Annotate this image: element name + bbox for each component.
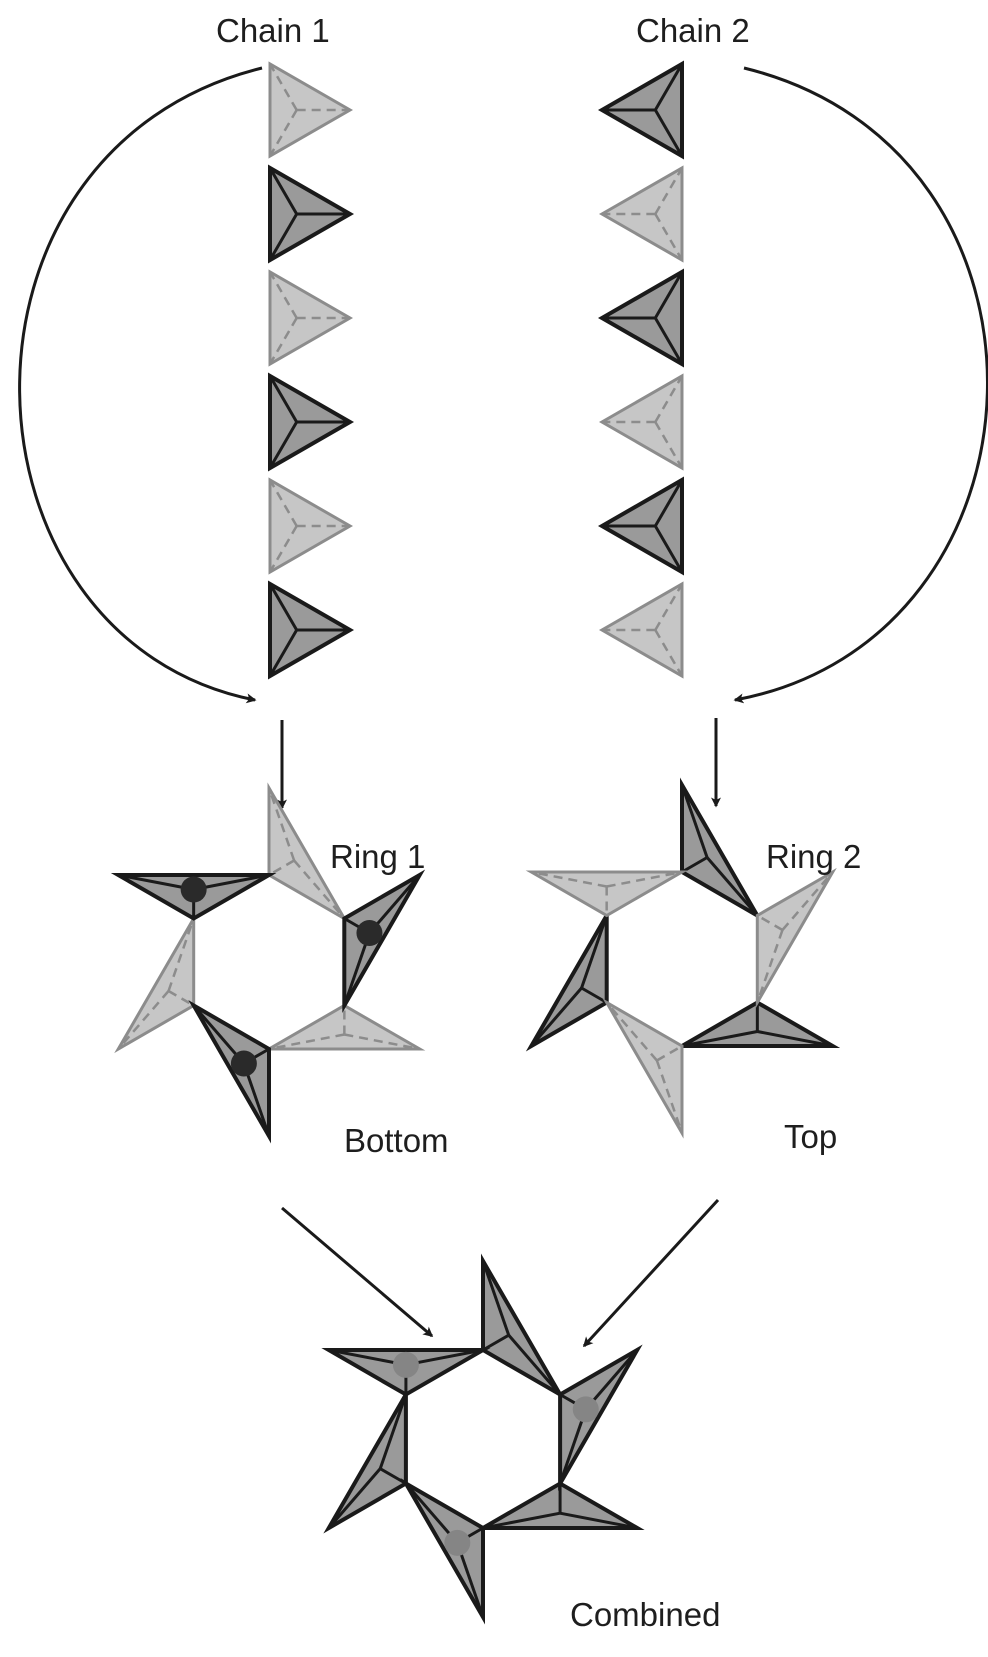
diagonal-arrow-ring-1 — [282, 1208, 432, 1336]
triangle-face — [682, 785, 757, 916]
vertex-dot-icon — [231, 1051, 257, 1077]
combined-ring-group — [329, 1261, 637, 1617]
chain-triangle — [270, 168, 350, 260]
diagonal-arrow-ring-2 — [584, 1200, 718, 1346]
chain-2-label: Chain 2 — [636, 12, 750, 50]
combined-label: Combined — [570, 1596, 720, 1634]
triangle-face — [560, 1350, 637, 1484]
vertex-dot-icon — [444, 1530, 470, 1556]
ring-triangle-down — [406, 1484, 483, 1618]
triangle-face — [602, 168, 682, 260]
triangle-face — [344, 875, 419, 1006]
vertex-dot-icon — [573, 1396, 599, 1422]
ring-2-label: Ring 2 — [766, 838, 861, 876]
chain-triangle — [602, 272, 682, 364]
chain-triangle — [270, 272, 350, 364]
triangle-face — [194, 1006, 269, 1137]
ring-triangle-up — [682, 1003, 833, 1047]
chain-triangle — [602, 584, 682, 676]
vertex-dot-icon — [393, 1352, 419, 1378]
ring-triangle-down — [531, 872, 682, 916]
ring-triangle-up — [269, 1006, 420, 1050]
triangle-face — [118, 919, 193, 1050]
chain-triangle — [602, 168, 682, 260]
chain-triangle — [602, 480, 682, 572]
ring-1-label: Ring 1 — [330, 838, 425, 876]
vertex-dot-icon — [181, 877, 207, 903]
top-label: Top — [784, 1118, 837, 1156]
ring-triangle-up — [118, 919, 193, 1050]
loop-arrow-chain-2 — [735, 68, 987, 700]
ring-triangle-down — [344, 875, 419, 1006]
triangle-face — [270, 480, 350, 572]
chain-triangle — [602, 376, 682, 468]
triangle-face — [483, 1261, 560, 1395]
ring-triangle-down — [560, 1350, 637, 1484]
triangle-face — [757, 872, 832, 1003]
triangle-face — [329, 1395, 406, 1529]
chain-triangle — [602, 64, 682, 156]
ring-triangle-down — [194, 1006, 269, 1137]
loop-arrow-chain-1 — [20, 68, 262, 700]
ring-triangle-up — [483, 1484, 637, 1529]
triangle-face — [406, 1484, 483, 1618]
triangle-face — [602, 376, 682, 468]
ring-triangle-down — [607, 1003, 682, 1134]
ring-triangle-up — [531, 916, 606, 1047]
bottom-label: Bottom — [344, 1122, 449, 1160]
vertex-dot-icon — [356, 920, 382, 946]
ring-triangle-down — [329, 1350, 483, 1395]
chain-triangle — [270, 64, 350, 156]
triangle-face — [270, 64, 350, 156]
ring-triangle-down — [118, 875, 269, 919]
ring-triangle-up — [682, 785, 757, 916]
triangle-face — [602, 584, 682, 676]
arrows-group — [20, 68, 988, 1346]
chain-1-label: Chain 1 — [216, 12, 330, 50]
triangle-face — [531, 916, 606, 1047]
triangle-face — [607, 1003, 682, 1134]
chain-2-group — [602, 64, 682, 676]
chain-triangle — [270, 584, 350, 676]
triangle-face — [270, 272, 350, 364]
ring-triangle-down — [757, 872, 832, 1003]
chain-triangle — [270, 376, 350, 468]
ring-triangle-up — [483, 1261, 560, 1395]
ring-triangle-up — [329, 1395, 406, 1529]
chain-1-group — [270, 64, 350, 676]
chain-triangle — [270, 480, 350, 572]
